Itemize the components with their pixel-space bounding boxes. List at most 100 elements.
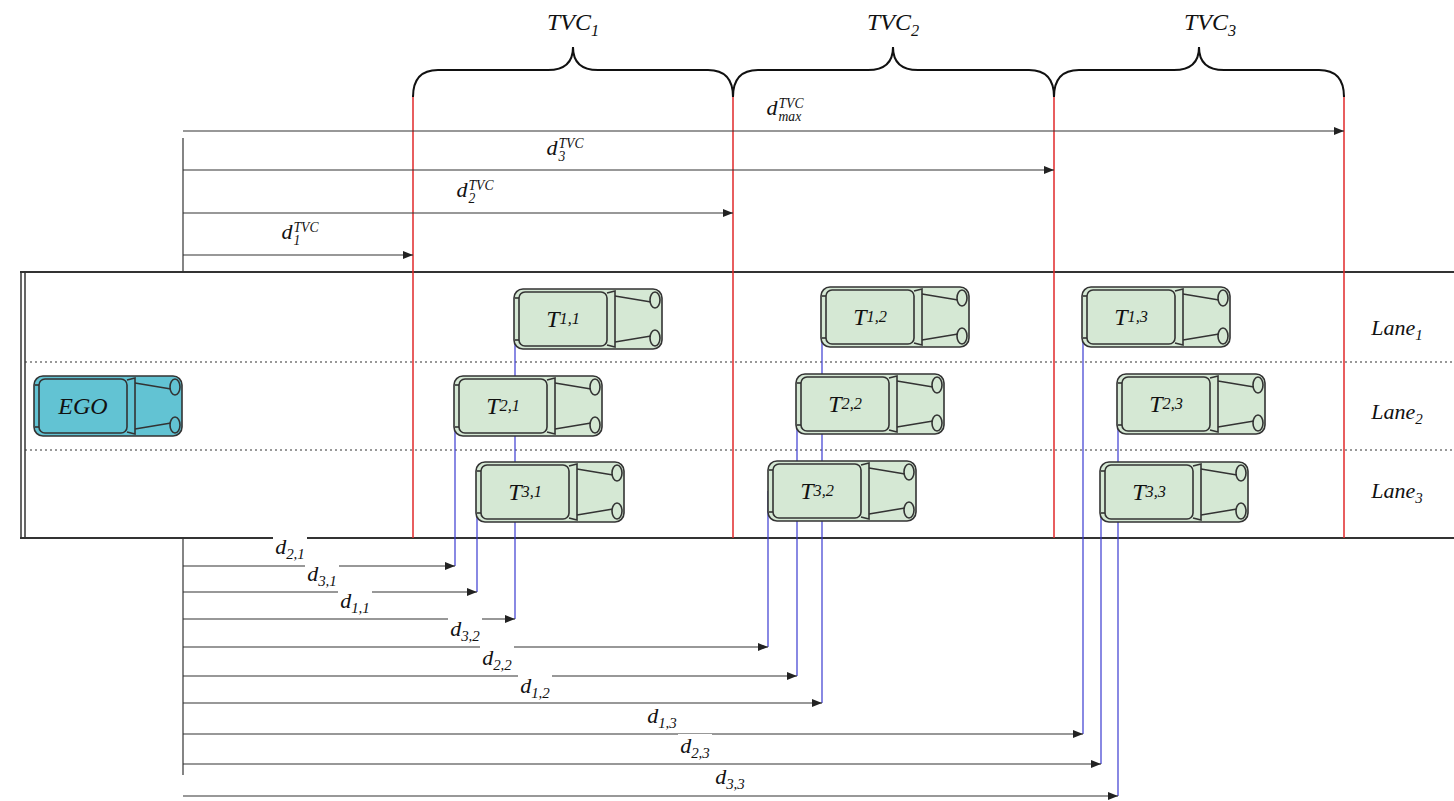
leader-line <box>1100 492 1101 764</box>
vehicle-cabin <box>1105 465 1193 519</box>
vehicle-detail <box>135 383 171 389</box>
distance-arrow <box>183 646 768 647</box>
vehicle-label: T2,1 <box>459 379 547 433</box>
vehicle-detail <box>555 423 591 429</box>
tvc-boundary <box>1343 95 1345 538</box>
vehicle-detail <box>1101 512 1105 514</box>
vehicle-detail <box>477 470 481 472</box>
brace <box>413 47 733 97</box>
vehicle-detail <box>135 423 171 429</box>
vehicle-outline <box>820 286 970 348</box>
road <box>20 272 1454 538</box>
distance-label: d2,1 <box>273 535 307 563</box>
vehicle-detail <box>822 295 826 297</box>
vehicle-detail <box>1218 421 1254 427</box>
distance-label: dTVCmax <box>765 96 806 124</box>
vehicle-cabin <box>481 465 569 519</box>
road-edge <box>20 271 1454 273</box>
distance-arrow <box>183 591 477 592</box>
brace <box>1054 47 1344 97</box>
target-vehicle: T3,1 <box>475 461 625 523</box>
reference-line <box>182 538 183 775</box>
vehicle-detail <box>1118 424 1122 426</box>
vehicle-detail <box>1083 337 1087 339</box>
vehicle-distances <box>183 566 1118 796</box>
target-vehicle: T2,3 <box>1116 373 1266 435</box>
lane-label: Lane3 <box>1369 479 1424 507</box>
vehicle-cabin <box>1087 290 1175 344</box>
brace <box>733 47 1054 97</box>
vehicle-wheel <box>590 417 600 433</box>
vehicle-body <box>768 461 916 521</box>
vehicle-detail <box>1118 382 1122 384</box>
vehicle-detail <box>889 376 897 432</box>
vehicle-detail <box>455 426 459 428</box>
vehicle-wheel <box>957 290 967 306</box>
vehicle-label: EGO <box>39 379 127 433</box>
vehicle-cabin <box>773 464 861 518</box>
vehicle-wheel <box>904 502 914 518</box>
vehicle-label: T2,2 <box>801 377 889 431</box>
vehicle-detail <box>1083 295 1087 297</box>
target-vehicle: T2,1 <box>453 375 603 437</box>
tvc-boundary <box>732 95 734 538</box>
vehicle-detail <box>569 464 577 520</box>
distance-label: dTVC3 <box>545 136 586 164</box>
vehicle-detail <box>455 384 459 386</box>
distance-arrow <box>183 763 1101 764</box>
distance-label: d1,1 <box>338 589 372 617</box>
lane-divider <box>25 361 1454 362</box>
target-vehicle: T3,2 <box>767 460 917 522</box>
vehicle-detail <box>797 424 801 426</box>
vehicle-wheel <box>957 328 967 344</box>
ego-vehicle: EGO <box>33 375 183 437</box>
vehicle-wheel <box>650 330 660 346</box>
vehicle-wheel <box>612 465 622 481</box>
vehicle-outline <box>453 375 603 437</box>
vehicle-outline <box>1116 373 1266 435</box>
vehicle-label: T3,3 <box>1105 465 1193 519</box>
distance-arrow <box>183 169 1054 170</box>
vehicle-wheel <box>612 503 622 519</box>
vehicle-body <box>1100 462 1248 522</box>
lane-divider <box>25 449 1454 450</box>
leader-lines <box>455 317 1118 796</box>
vehicle-detail <box>1101 470 1105 472</box>
distance-label: dTVC2 <box>455 178 496 206</box>
vehicle-detail <box>922 294 958 300</box>
vehicle-detail <box>1201 469 1237 475</box>
distance-label: dTVC1 <box>280 220 321 248</box>
tvc-boundary <box>1053 95 1055 538</box>
vehicle-label: T1,3 <box>1087 290 1175 344</box>
vehicle-detail <box>1210 376 1218 432</box>
vehicle-body <box>34 376 182 436</box>
distance-label: d2,2 <box>480 646 514 674</box>
vehicle-wheel <box>170 379 180 395</box>
vehicle-detail <box>577 509 613 515</box>
vehicle-wheel <box>932 415 942 431</box>
vehicle-wheel <box>1253 377 1263 393</box>
vehicle-detail <box>1175 289 1183 345</box>
vehicle-cabin <box>39 379 127 433</box>
tvc-boundary <box>412 95 414 538</box>
vehicle-detail <box>1201 509 1237 515</box>
leader-line <box>1082 317 1083 734</box>
vehicle-body <box>454 376 602 436</box>
vehicle-outline <box>767 460 917 522</box>
distance-label: d1,2 <box>518 674 552 702</box>
vehicle-label: T3,1 <box>481 465 569 519</box>
tvc-label: TVC3 <box>1182 9 1238 40</box>
braces <box>413 47 1344 97</box>
vehicle-detail <box>515 339 519 341</box>
vehicle-detail <box>922 334 958 340</box>
road-end <box>20 272 22 538</box>
vehicle-detail <box>869 468 905 474</box>
vehicle-body <box>1082 287 1230 347</box>
vehicle-body <box>821 287 969 347</box>
lane-label: Lane2 <box>1369 400 1424 428</box>
vehicle-body <box>1117 374 1265 434</box>
vehicle-body <box>476 462 624 522</box>
road-end <box>24 272 26 538</box>
tvc-distances <box>183 131 1344 255</box>
distance-arrow <box>183 130 1344 131</box>
